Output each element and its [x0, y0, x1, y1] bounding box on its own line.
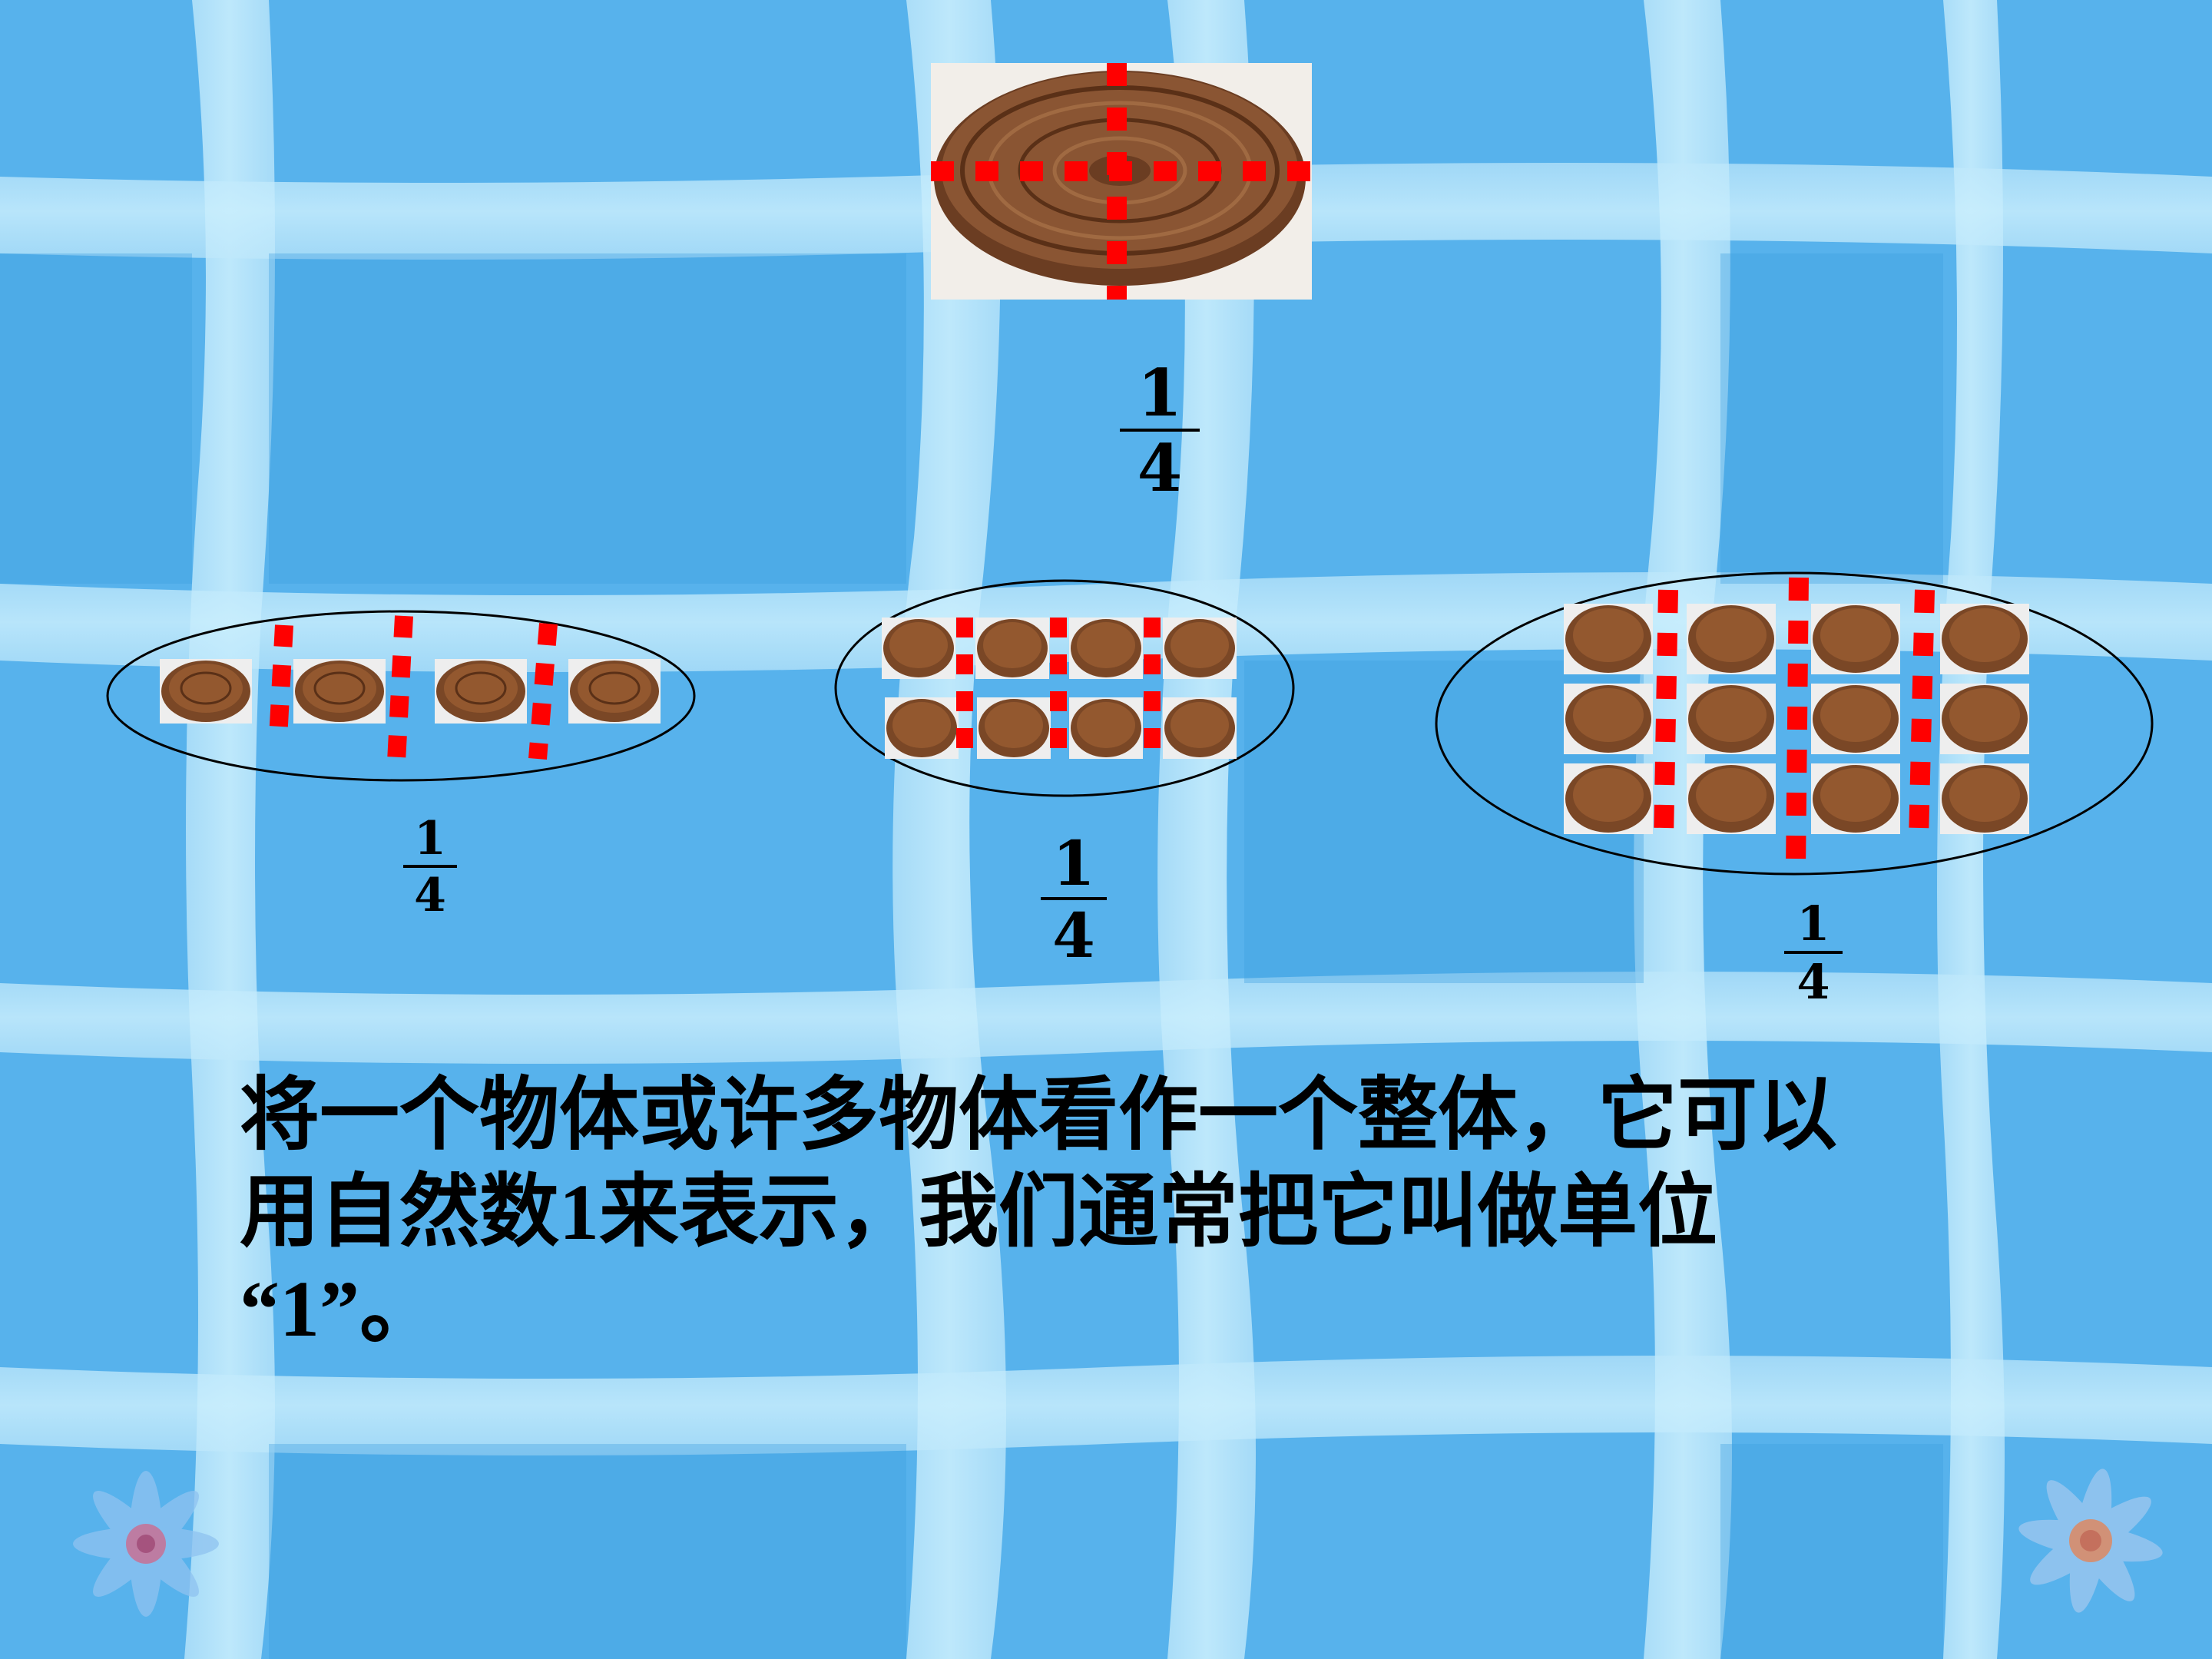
plate-icon: [1811, 763, 1900, 834]
plate-icon: [1940, 763, 2029, 834]
dashed-divider: [1786, 577, 1809, 870]
plate-icon: [435, 659, 527, 724]
large-plate-image: [931, 63, 1312, 300]
plate-icon: [1940, 604, 2029, 674]
plate-icon: [1564, 684, 1653, 754]
plate-icon: [1687, 763, 1776, 834]
plate-icon: [977, 697, 1051, 759]
explanation-line-3: “1”。: [240, 1265, 440, 1353]
explanation-line-2: 用自然数1来表示，我们通常把它叫做单位: [240, 1168, 1718, 1257]
plate-icon: [1687, 684, 1776, 754]
fraction-right: 1 4: [1780, 900, 1846, 1006]
plate-group-four: [106, 610, 696, 782]
plate-icon: [1163, 618, 1237, 679]
plate-group-eight: [834, 579, 1295, 797]
plate-icon: [975, 618, 1049, 679]
dashed-divider: [269, 624, 293, 740]
explanation-text: 将一个物体或许多物体看作一个整体，它可以 用自然数1来表示，我们通常把它叫做单位…: [240, 1068, 2006, 1358]
plate-icon: [1069, 618, 1143, 679]
fraction-numerator: 1: [1796, 896, 1830, 952]
fraction-middle: 1 4: [1037, 833, 1111, 966]
plate-icon: [885, 697, 959, 759]
plate-icon: [568, 659, 661, 724]
plate-icon: [1069, 697, 1143, 759]
plate-icon: [293, 659, 386, 724]
plate-icon: [1811, 684, 1900, 754]
fraction-numerator: 1: [1137, 355, 1183, 431]
explanation-line-1: 将一个物体或许多物体看作一个整体，它可以: [240, 1071, 1838, 1160]
fraction-left: 1 4: [399, 816, 461, 919]
plate-icon: [160, 659, 252, 724]
fraction-denominator: 4: [414, 869, 446, 922]
plate-icon: [1940, 684, 2029, 754]
plate-icon: [1564, 604, 1653, 674]
dashed-divider: [1654, 589, 1678, 839]
fraction-numerator: 1: [1052, 827, 1095, 899]
dashed-divider: [387, 615, 413, 763]
dashed-divider: [1909, 589, 1935, 839]
plate-icon: [1687, 604, 1776, 674]
flower-icon: [73, 1471, 219, 1617]
fraction-denominator: 4: [1052, 899, 1095, 972]
fraction-numerator: 1: [414, 812, 446, 866]
plate-icon: [1564, 763, 1653, 834]
plate-icon: [1163, 697, 1237, 759]
plate-icon: [882, 618, 955, 679]
plate-icon: [1811, 604, 1900, 674]
flower-icon: [2018, 1469, 2163, 1613]
fraction-top: 1 4: [1118, 361, 1202, 501]
plate-group-twelve: [1435, 571, 2154, 876]
dashed-divider: [528, 623, 558, 760]
fraction-denominator: 4: [1137, 430, 1183, 506]
fraction-denominator: 4: [1796, 954, 1830, 1010]
